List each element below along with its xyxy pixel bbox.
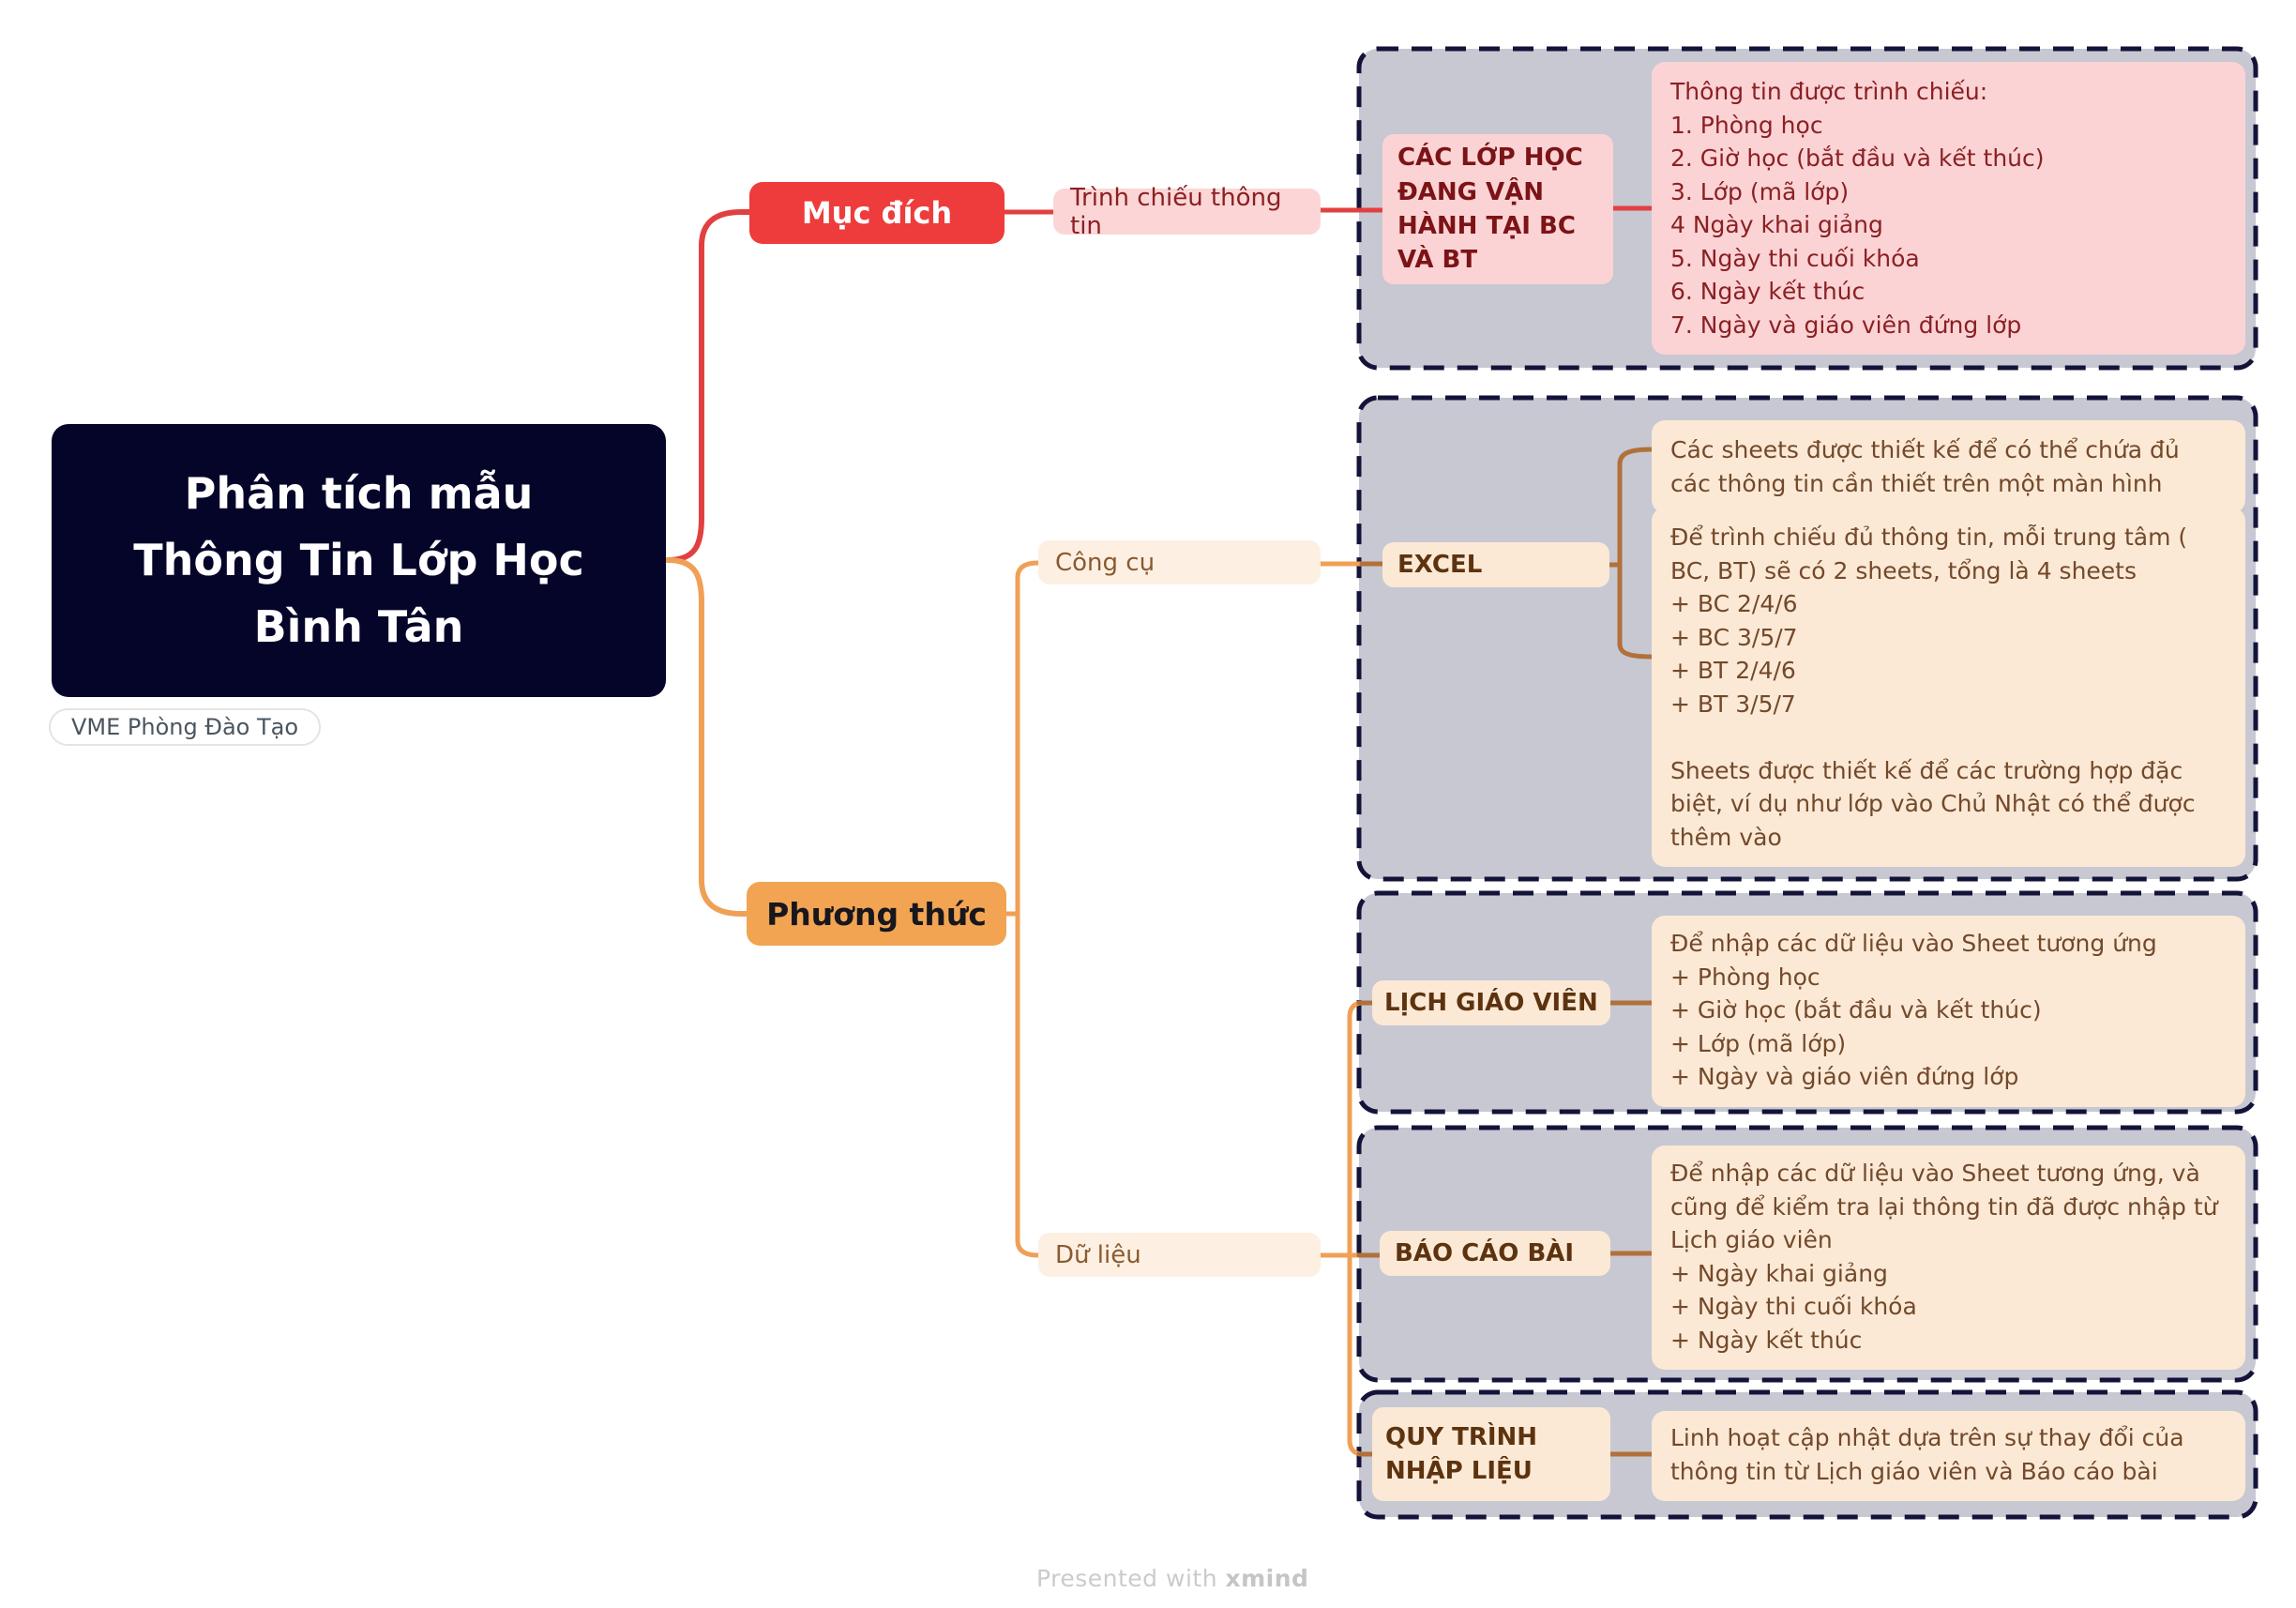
topic-phuong-thuc[interactable]: Phương thức	[747, 882, 1006, 946]
boundary-border	[1356, 46, 2258, 371]
boundary-border	[1356, 395, 2258, 882]
edge-fork-cong-cu-du-lieu	[1015, 560, 1041, 1258]
note-excel-sheets-design[interactable]: Các sheets được thiết kế để có thể chứa …	[1652, 420, 2245, 513]
topic-excel[interactable]: EXCEL	[1382, 542, 1609, 587]
watermark-text: Presented with	[1036, 1565, 1226, 1592]
watermark: Presented with xmind	[1036, 1565, 1308, 1592]
note-thong-tin-trinh-chieu[interactable]: Thông tin được trình chiếu: 1. Phòng học…	[1652, 62, 2245, 355]
note-excel-sheets-list[interactable]: Để trình chiếu đủ thông tin, mỗi trung t…	[1652, 508, 2245, 867]
edge-du-lieu-vertical	[1347, 1000, 1366, 1457]
edge-root-muc-dich	[665, 209, 752, 563]
note-lich-giao-vien[interactable]: Để nhập các dữ liệu vào Sheet tương ứng …	[1652, 916, 2245, 1107]
topic-muc-dich[interactable]: Mục đích	[749, 182, 1004, 244]
root-tag-label[interactable]: VME Phòng Đào Tạo	[49, 708, 322, 746]
topic-trinh-chieu-thong-tin[interactable]: Trình chiếu thông tin	[1053, 184, 1321, 240]
xmind-logo-text: xmind	[1225, 1565, 1309, 1592]
root-topic[interactable]: Phân tích mẫu Thông Tin Lớp Học Bình Tân	[52, 424, 666, 697]
topic-cong-cu[interactable]: Công cụ	[1038, 540, 1321, 584]
edge-root-phuong-thuc	[665, 557, 749, 917]
edge-excel-bracket	[1617, 447, 1654, 660]
topic-quy-trinh-nhap-lieu[interactable]: QUY TRÌNH NHẬP LIỆU	[1372, 1407, 1610, 1501]
note-bao-cao-bai[interactable]: Để nhập các dữ liệu vào Sheet tương ứng,…	[1652, 1145, 2245, 1370]
topic-bao-cao-bai[interactable]: BÁO CÁO BÀI	[1380, 1231, 1610, 1276]
topic-lich-giao-vien[interactable]: LỊCH GIÁO VIÊN	[1372, 980, 1610, 1025]
topic-cac-lop-hoc[interactable]: CÁC LỚP HỌC ĐANG VẬN HÀNH TẠI BC VÀ BT	[1382, 134, 1613, 284]
topic-du-lieu[interactable]: Dữ liệu	[1038, 1233, 1321, 1277]
note-quy-trinh-nhap-lieu[interactable]: Linh hoạt cập nhật dựa trên sự thay đổi …	[1652, 1411, 2245, 1501]
